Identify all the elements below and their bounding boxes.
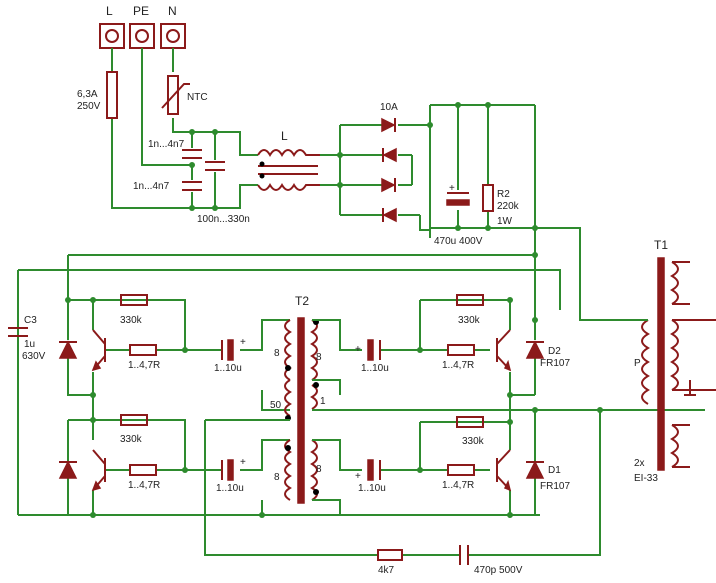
r2-value: 220k [497,201,519,212]
snubber-resistor-label: 4k7 [378,565,395,576]
d1-type: FR107 [540,481,571,492]
t2-winding-6: 8 [316,464,322,475]
y-cap-label-1: 1n...4n7 [148,139,185,150]
bulk-capacitor [430,102,535,231]
t1-label: T1 [654,238,669,252]
bulk-cap-label: 470u 400V [434,236,483,247]
cb-top-left-label: 1..10u [214,363,242,374]
mains-terminals [99,23,186,49]
snubber-capacitor-label: 470p 500V [474,565,523,576]
x-capacitor [205,161,225,171]
primary-label: P [634,358,641,369]
r-top-right-label: 330k [458,315,480,326]
plus-cb-top-right: + [355,344,361,355]
fuse [106,71,118,119]
upper-left-driver [58,294,290,470]
snubber-network [377,545,469,565]
t2-label: T2 [295,294,310,308]
lower-left-driver [58,414,290,518]
d2-name: D2 [548,346,561,357]
t1-core: EI-33 [634,473,658,484]
t2-winding-2: 8 [316,352,322,363]
ntc-label: NTC [187,92,208,103]
bridge-rectifier [337,105,433,238]
t2-winding-1: 8 [274,348,280,359]
plus-bulk: + [449,183,455,194]
cb-bot-right-label: 1..10u [358,483,386,494]
choke-label: L [281,129,288,143]
c3-value: 1u [24,339,36,350]
r-bot-left-label: 330k [120,434,142,445]
r2-name: R2 [497,189,510,200]
bridge-label: 10A [380,102,398,113]
t2-winding-4: 1 [320,396,326,407]
c3-voltage: 630V [22,351,46,362]
ntc-thermistor [161,75,190,115]
y-capacitors [182,149,202,191]
t2-winding-5: 8 [274,472,280,483]
x-cap-label: 100n...330n [197,214,250,225]
rb-top-right-label: 1..4,7R [442,360,475,371]
plus-cb-bot-left: + [240,457,246,468]
t2-winding-3: 50 [270,400,282,411]
plus-cb-top-left: + [240,337,246,348]
terminal-n: N [168,4,177,18]
terminal-l: L [106,4,113,18]
cb-bot-left-label: 1..10u [216,483,244,494]
plus-cb-bot-right: + [355,471,361,482]
rb-bot-right-label: 1..4,7R [442,480,475,491]
cb-top-right-label: 1..10u [361,363,389,374]
transformer-t2 [284,317,319,504]
resistor-r2 [482,105,494,228]
rb-bot-left-label: 1..4,7R [128,480,161,491]
r-bot-right-label: 330k [462,436,484,447]
terminal-pe: PE [133,4,150,18]
t1-quantity: 2x [634,458,645,469]
input-wiring [111,48,258,211]
common-mode-choke [257,149,320,191]
transformer-t1 [620,257,716,471]
fuse-voltage: 250V [77,101,101,112]
d1-name: D1 [548,465,561,476]
upper-right-driver [312,294,545,398]
d2-type: FR107 [540,358,571,369]
dc-rails [17,105,620,516]
capacitor-c3 [8,327,28,337]
c3-name: C3 [24,315,37,326]
rb-top-left-label: 1..4,7R [128,360,161,371]
y-cap-label-2: 1n...4n7 [133,181,170,192]
r-top-left-label: 330k [120,315,142,326]
lower-right-driver [312,395,545,518]
fuse-rating: 6,3A [77,89,98,100]
r2-power: 1W [497,216,512,227]
